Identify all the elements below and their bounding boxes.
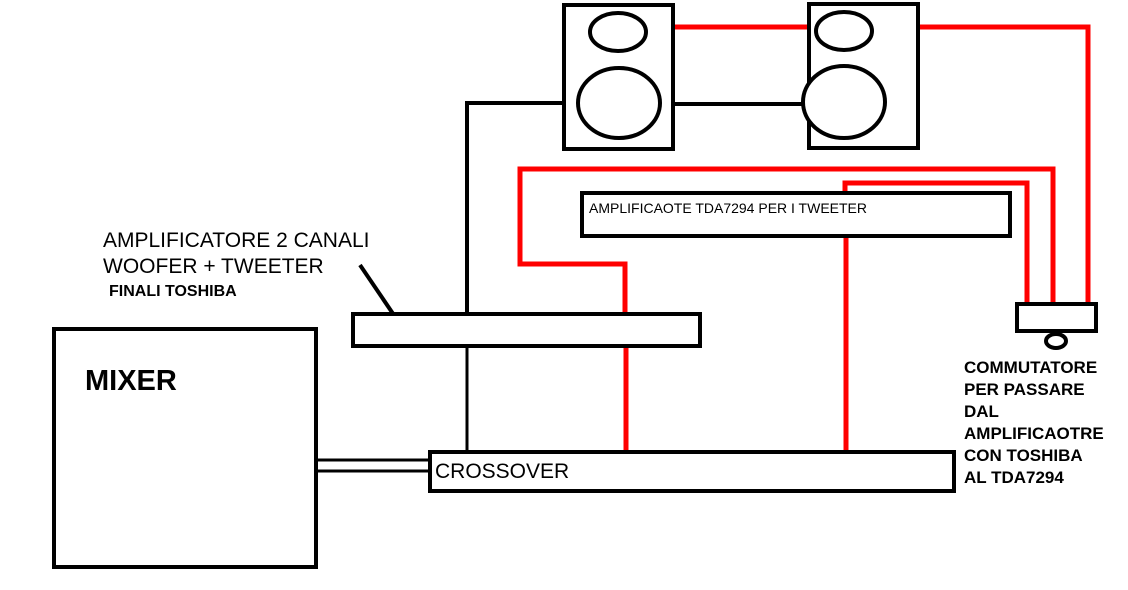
- switch-caption-line-5: CON TOSHIBA: [964, 446, 1083, 465]
- speaker-right: [801, 2, 920, 150]
- black-wires: [316, 101, 808, 473]
- wire-amp-to-left-woofer: [465, 101, 563, 316]
- crossover-box: [428, 450, 956, 493]
- amp-toshiba: [351, 312, 702, 348]
- woofer-icon: [801, 64, 887, 140]
- mixer-box: [52, 327, 318, 569]
- switch-caption-line-3: DAL: [964, 402, 999, 421]
- switch-caption-line-4: AMPLIFICAOTRE: [964, 424, 1104, 443]
- caption-line-1: AMPLIFICATORE 2 CANALI: [103, 229, 369, 252]
- switch-knob-icon: [1044, 332, 1068, 350]
- amp-tda7294: AMPLIFICAOTE TDA7294 PER I TWEETER: [580, 191, 1012, 238]
- mixer: MIXER: [52, 327, 318, 569]
- tweeter-icon: [814, 10, 874, 52]
- crossover-label: CROSSOVER: [435, 460, 569, 483]
- switch-box: [1015, 302, 1098, 333]
- switch-caption-line-2: PER PASSARE: [964, 380, 1085, 399]
- speaker-left: [562, 3, 675, 151]
- caption-line-3: FINALI TOSHIBA: [109, 283, 237, 300]
- amp-toshiba-box: [351, 312, 702, 348]
- switch-caption-line-1: COMMUTATORE: [964, 358, 1097, 377]
- switch-caption-line-6: AL TDA7294: [964, 468, 1064, 487]
- caption-line-2: WOOFER + TWEETER: [103, 255, 324, 278]
- wire-amp-toshiba-to-switch: [517, 166, 1056, 316]
- switch-caption: COMMUTATORE PER PASSARE DAL AMPLIFICAOTR…: [964, 358, 1104, 487]
- mixer-label: MIXER: [85, 365, 177, 397]
- tweeter-icon: [588, 11, 648, 53]
- crossover: CROSSOVER: [428, 450, 956, 493]
- amp-tda7294-label: AMPLIFICAOTE TDA7294 PER I TWEETER: [589, 200, 867, 216]
- switch: [1015, 302, 1098, 350]
- woofer-icon: [576, 66, 662, 140]
- wire-right-tweeter-to-switch: [919, 24, 1091, 304]
- amp-tda7294-box: [580, 191, 1012, 238]
- wire-tda-to-switch: [842, 180, 1030, 304]
- amp-toshiba-caption: AMPLIFICATORE 2 CANALI WOOFER + TWEETER …: [103, 229, 369, 300]
- red-wires: [517, 24, 1091, 454]
